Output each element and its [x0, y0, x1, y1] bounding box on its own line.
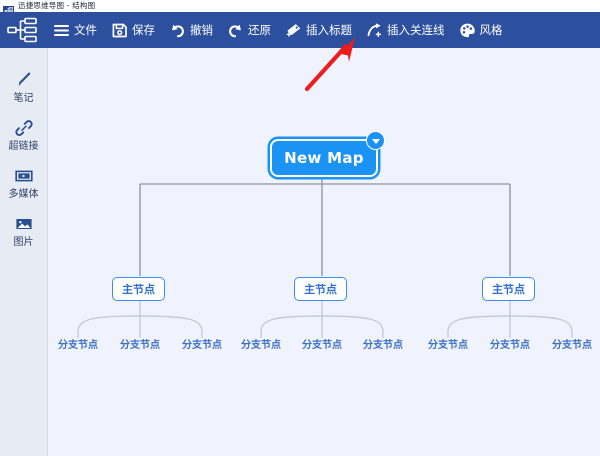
sidebar-item-hyperlink[interactable]: 超链接: [0, 118, 47, 164]
app-logo-icon: [7, 17, 37, 43]
title-bar: 迅捷思维导图 - 结构图: [0, 0, 600, 16]
branch-node-3-1[interactable]: 分支节点: [416, 338, 480, 352]
toolbar-button-file[interactable]: 文件: [46, 12, 104, 48]
branch-node-1-2[interactable]: 分支节点: [108, 338, 172, 352]
branch-node-1-1[interactable]: 分支节点: [48, 338, 110, 352]
left-sidebar: 笔记 超链接 多媒体: [0, 48, 47, 456]
sidebar-item-multimedia[interactable]: 多媒体: [0, 166, 47, 212]
chevron-down-icon: [371, 138, 380, 144]
relation-line-plus-icon: [366, 22, 383, 39]
root-node[interactable]: New Map: [270, 139, 378, 177]
toolbar-button-insert-title-label: 插入标题: [306, 23, 352, 37]
sidebar-divider: [47, 48, 48, 456]
branch-node-3-2-label: 分支节点: [490, 339, 530, 351]
toolbar-button-undo[interactable]: 撤销: [162, 12, 220, 48]
branch-node-1-1-label: 分支节点: [58, 339, 98, 351]
sidebar-item-note-label: 笔记: [13, 93, 34, 104]
toolbar-button-redo[interactable]: 还原: [220, 12, 278, 48]
mindmap-canvas[interactable]: New Map 主节点 主节点 主节点 分支节点 分支节点 分支节点 分支节点: [48, 48, 600, 456]
floppy-disk-icon: [111, 22, 128, 39]
palette-icon: [459, 22, 476, 39]
undo-arrow-icon: [169, 22, 186, 39]
branch-node-3-1-label: 分支节点: [428, 339, 468, 351]
branch-node-1-2-label: 分支节点: [120, 339, 160, 351]
main-node-3[interactable]: 主节点: [482, 277, 535, 301]
pencil-icon: [14, 70, 34, 90]
sidebar-item-image[interactable]: 图片: [0, 214, 47, 260]
toolbar: 文件 保存 撤销: [0, 12, 600, 48]
sidebar-item-hyperlink-label: 超链接: [8, 141, 39, 152]
root-node-label: New Map: [284, 149, 364, 167]
branch-node-2-3[interactable]: 分支节点: [351, 338, 415, 352]
branch-node-3-3-label: 分支节点: [552, 339, 592, 351]
media-play-icon: [14, 166, 34, 186]
main-node-3-label: 主节点: [492, 282, 525, 296]
main-node-2[interactable]: 主节点: [294, 277, 347, 301]
tag-plus-icon: [285, 22, 302, 39]
root-node-expand-badge[interactable]: [366, 131, 385, 150]
branch-node-1-3[interactable]: 分支节点: [170, 338, 234, 352]
toolbar-button-insert-title[interactable]: 插入标题: [278, 12, 359, 48]
connector-lines: [77, 173, 573, 338]
branch-node-1-3-label: 分支节点: [182, 339, 222, 351]
branch-node-2-2-label: 分支节点: [302, 339, 342, 351]
toolbar-button-insert-relation-label: 插入关连线: [387, 23, 445, 37]
image-icon: [14, 214, 34, 234]
toolbar-button-save[interactable]: 保存: [104, 12, 162, 48]
toolbar-button-save-label: 保存: [132, 23, 155, 37]
toolbar-button-insert-relation[interactable]: 插入关连线: [359, 12, 452, 48]
toolbar-button-redo-label: 还原: [248, 23, 271, 37]
app-icon: [3, 1, 14, 16]
window-title: 迅捷思维导图 - 结构图: [18, 1, 96, 10]
redo-arrow-icon: [227, 22, 244, 39]
branch-node-3-3[interactable]: 分支节点: [540, 338, 600, 352]
branch-node-2-1[interactable]: 分支节点: [229, 338, 293, 352]
branch-node-3-2[interactable]: 分支节点: [478, 338, 542, 352]
sidebar-item-note[interactable]: 笔记: [0, 70, 47, 116]
toolbar-button-file-label: 文件: [74, 23, 97, 37]
branch-node-2-3-label: 分支节点: [363, 339, 403, 351]
branch-node-2-1-label: 分支节点: [241, 339, 281, 351]
sidebar-item-multimedia-label: 多媒体: [8, 189, 39, 200]
main-node-2-label: 主节点: [304, 282, 337, 296]
main-node-1-label: 主节点: [122, 282, 155, 296]
toolbar-button-undo-label: 撤销: [190, 23, 213, 37]
toolbar-button-style[interactable]: 风格: [452, 12, 510, 48]
main-node-1[interactable]: 主节点: [112, 277, 165, 301]
sidebar-item-image-label: 图片: [13, 237, 34, 248]
hamburger-menu-icon: [53, 22, 70, 39]
link-icon: [14, 118, 34, 138]
toolbar-button-style-label: 风格: [479, 23, 503, 37]
branch-node-2-2[interactable]: 分支节点: [290, 338, 354, 352]
